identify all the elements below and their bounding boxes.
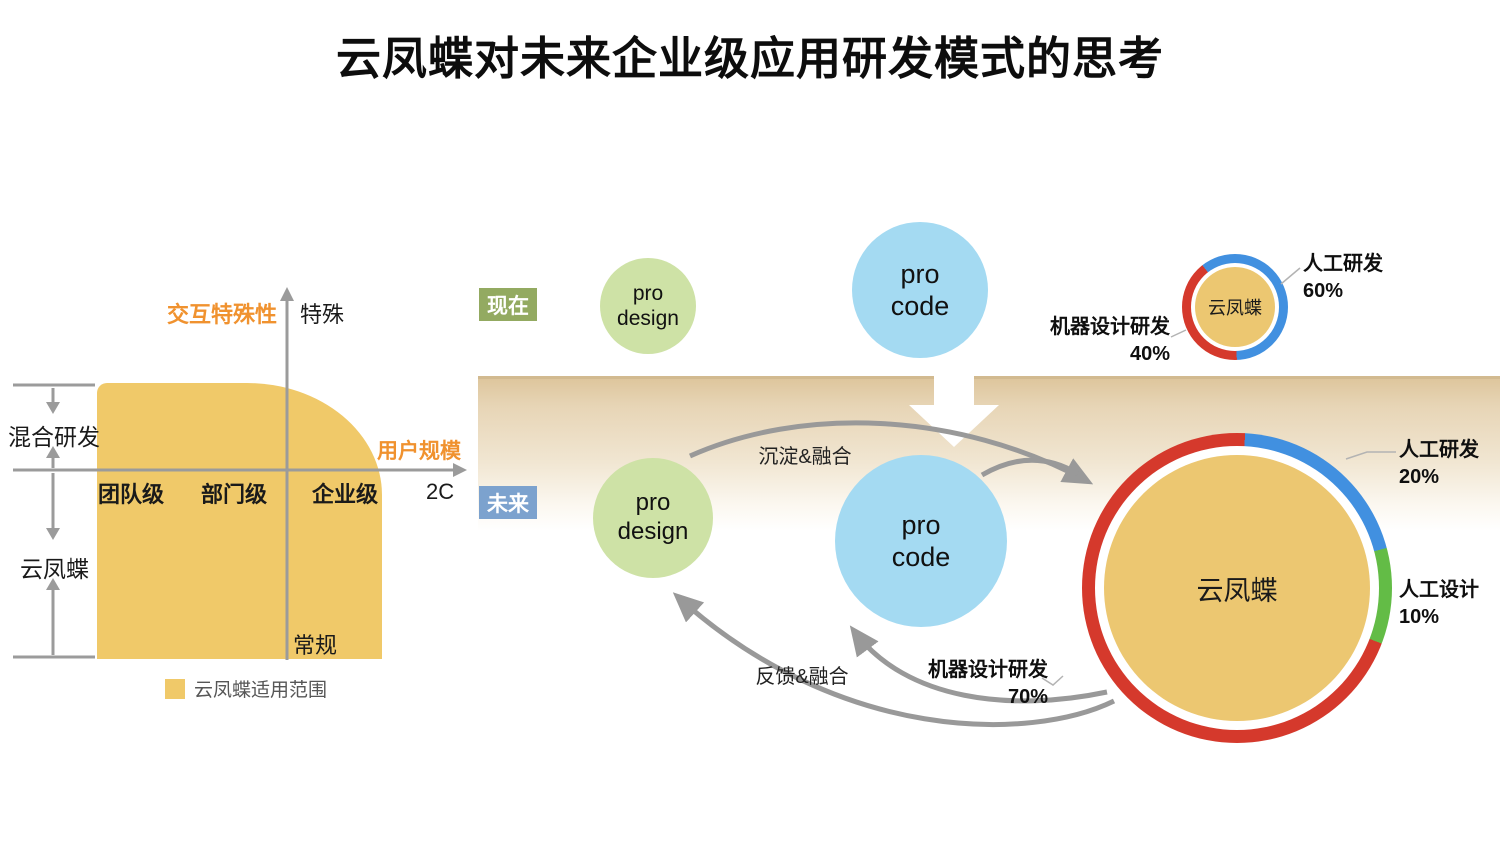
row-tag-now: 现在 — [479, 288, 537, 321]
callout-value: 40% — [1129, 343, 1170, 365]
row-tag-future: 未来 — [479, 486, 537, 519]
callout-future-machine-dev: 机器设计研发 70% — [888, 657, 1048, 711]
callout-label: 机器设计研发 — [928, 659, 1048, 681]
callout-label: 机器设计研发 — [1050, 316, 1170, 338]
node-label: pro — [900, 258, 940, 289]
legend: 云凤蝶适用范围 — [165, 675, 327, 702]
node-label: code — [890, 291, 950, 321]
node-label: pro — [635, 489, 671, 517]
x-tick-enterprise: 企业级 — [311, 482, 378, 507]
donut-core: 云凤蝶 — [1195, 267, 1275, 347]
node-label: pro — [632, 281, 664, 305]
y-axis-title: 交互特殊性 — [166, 302, 277, 327]
flow-label-settle: 沉淀&融合 — [758, 446, 852, 468]
node-pro-design-future: pro design — [593, 458, 713, 578]
node-label: design — [617, 518, 689, 545]
x-axis-title: 用户规模 — [377, 440, 461, 463]
callout-value: 60% — [1303, 280, 1344, 302]
callout-value: 70% — [1007, 686, 1048, 708]
x-tick-department: 部门级 — [200, 482, 267, 507]
donut-center-label: 云凤蝶 — [1196, 575, 1278, 606]
donut-center-label: 云凤蝶 — [1208, 298, 1262, 318]
callout-value: 20% — [1399, 466, 1440, 488]
y-min-label: 常规 — [293, 633, 338, 658]
node-pro-code-now: pro code — [852, 222, 988, 358]
donut-chart-now: 云凤蝶 — [1182, 254, 1288, 360]
callout-label: 人工研发 — [1303, 253, 1383, 275]
flow-label-feedback: 反馈&融合 — [755, 666, 849, 688]
range-label-hybrid: 混合研发 — [8, 424, 100, 450]
callout-label: 人工研发 — [1399, 439, 1479, 461]
x-tick-team: 团队级 — [97, 482, 164, 507]
node-label: design — [617, 307, 679, 330]
page-title: 云凤蝶对未来企业级应用研发模式的思考 — [335, 33, 1164, 84]
node-pro-code-future: pro code — [835, 455, 1007, 627]
callout-future-manual-dev: 人工研发 20% — [1399, 437, 1479, 491]
node-pro-design-now: pro design — [600, 258, 696, 354]
y-max-label: 特殊 — [300, 302, 345, 327]
callout-now-manual-dev: 人工研发 60% — [1303, 251, 1383, 305]
donut-chart-future: 云凤蝶 — [1082, 433, 1392, 743]
range-label-yunfengdie: 云凤蝶 — [20, 556, 89, 582]
callout-future-manual-design: 人工设计 10% — [1399, 577, 1479, 631]
callout-now-machine-dev: 机器设计研发 40% — [1000, 314, 1170, 368]
applicable-range-area — [97, 383, 382, 659]
legend-label: 云凤蝶适用范围 — [194, 680, 328, 701]
callout-label: 人工设计 — [1399, 579, 1479, 601]
callout-value: 10% — [1399, 606, 1440, 628]
legend-swatch — [165, 678, 185, 699]
node-label: pro — [901, 509, 941, 540]
node-label: code — [891, 542, 951, 572]
donut-core: 云凤蝶 — [1104, 455, 1370, 721]
x-end-label: 2C — [426, 479, 455, 504]
